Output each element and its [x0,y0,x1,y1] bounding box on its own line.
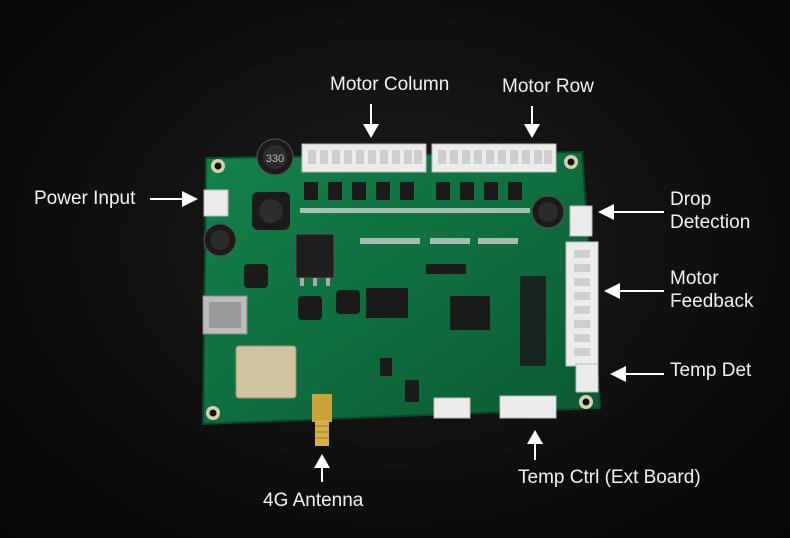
drop-detection-connector [569,205,593,237]
bottom-connector [433,397,471,419]
inductor [336,290,360,314]
label-motor: Motor [670,268,719,289]
arrow-up-icon [314,454,330,482]
arrow-left-icon [610,366,664,382]
driver-chips [304,182,522,200]
sma-antenna-connector [312,394,332,446]
electrolytic-capacitor [203,223,237,257]
arrow-right-icon [150,191,198,207]
label-drop: Drop [670,189,712,210]
label-motor-column: Motor Column [330,74,450,95]
arrow-down-icon [524,106,540,138]
arrow-up-icon [527,430,543,460]
temp-ctrl-connector [499,395,557,419]
label-feedback: Feedback [670,291,754,312]
inductor [244,264,268,288]
electrolytic-capacitor [531,195,565,229]
4g-module [235,345,297,399]
mcu-chip [450,296,490,330]
electrolytic-capacitor: 330 [256,138,294,176]
svg-text:330: 330 [266,153,284,165]
inductor [298,296,322,320]
arrow-left-icon [604,283,664,299]
arrow-down-icon [363,104,379,138]
motor-row-connector [431,143,557,173]
resistor-array [300,208,530,244]
temp-det-connector [575,363,599,393]
label-temp-ctrl: Temp Ctrl (Ext Board) [518,467,701,488]
power-input-connector [203,189,229,217]
label-temp-det: Temp Det [670,360,752,381]
label-power-input: Power Input [34,188,136,209]
motor-feedback-connector [565,241,599,367]
label-detection: Detection [670,212,751,233]
label-4g-antenna: 4G Antenna [263,490,364,511]
voltage-regulator [295,233,335,279]
arrow-left-icon [598,204,664,220]
motor-column-connector [301,143,427,173]
label-motor-row: Motor Row [502,76,594,97]
